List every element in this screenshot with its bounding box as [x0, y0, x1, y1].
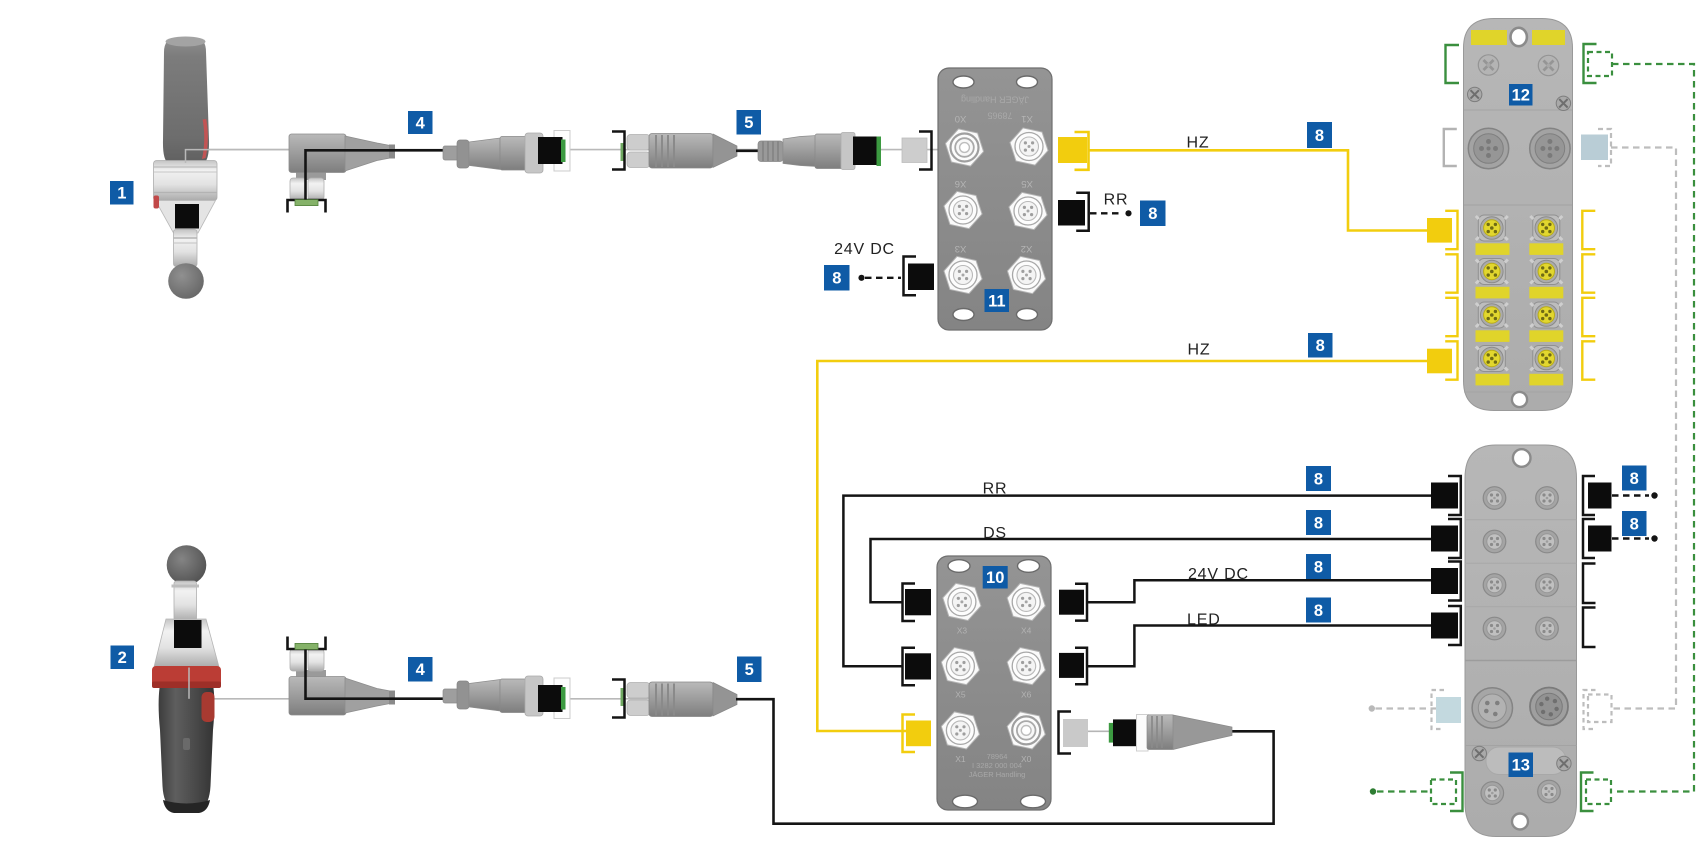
svg-text:78965: 78965 — [987, 111, 1012, 121]
svg-text:10: 10 — [986, 569, 1004, 587]
svg-text:8: 8 — [1314, 558, 1323, 576]
svg-text:1: 1 — [117, 185, 126, 203]
svg-text:DS: DS — [983, 525, 1007, 542]
svg-text:X2: X2 — [1021, 243, 1033, 254]
svg-text:X3: X3 — [955, 243, 967, 254]
svg-text:8: 8 — [832, 270, 841, 288]
svg-text:JÄGER Handling: JÄGER Handling — [969, 770, 1026, 779]
svg-text:JÄGER Handling: JÄGER Handling — [961, 95, 1029, 105]
svg-text:LED: LED — [1187, 611, 1221, 628]
svg-text:X5: X5 — [955, 690, 966, 700]
svg-text:X0: X0 — [1021, 754, 1032, 764]
svg-text:24V DC: 24V DC — [834, 241, 895, 258]
svg-text:4: 4 — [416, 114, 426, 132]
svg-text:HZ: HZ — [1188, 341, 1211, 358]
svg-text:4: 4 — [416, 661, 426, 679]
svg-text:RR: RR — [1104, 191, 1129, 208]
svg-text:13: 13 — [1512, 757, 1530, 775]
svg-text:2: 2 — [118, 649, 127, 667]
svg-text:X1: X1 — [955, 754, 966, 764]
svg-text:11: 11 — [988, 292, 1005, 310]
svg-text:5: 5 — [744, 114, 753, 132]
svg-text:X0: X0 — [955, 113, 967, 124]
svg-text:12: 12 — [1512, 87, 1530, 105]
svg-text:RR: RR — [983, 480, 1008, 497]
svg-text:8: 8 — [1314, 514, 1323, 532]
svg-text:24V DC: 24V DC — [1188, 566, 1249, 583]
svg-text:X6: X6 — [955, 178, 967, 189]
svg-text:X4: X4 — [1021, 626, 1032, 636]
svg-text:HZ: HZ — [1187, 135, 1210, 152]
svg-text:8: 8 — [1314, 470, 1323, 488]
svg-text:X5: X5 — [1021, 178, 1033, 189]
svg-text:8: 8 — [1630, 515, 1639, 533]
svg-text:8: 8 — [1316, 337, 1325, 355]
svg-text:8: 8 — [1630, 470, 1639, 488]
svg-text:X6: X6 — [1021, 690, 1032, 700]
svg-text:8: 8 — [1315, 127, 1324, 145]
svg-text:X1: X1 — [1021, 113, 1033, 124]
svg-text:5: 5 — [745, 661, 754, 679]
svg-text:I 3282 000 004: I 3282 000 004 — [972, 761, 1022, 770]
svg-text:78964: 78964 — [987, 752, 1008, 761]
svg-text:8: 8 — [1148, 205, 1157, 223]
svg-text:8: 8 — [1314, 602, 1323, 620]
svg-text:X3: X3 — [957, 626, 968, 636]
